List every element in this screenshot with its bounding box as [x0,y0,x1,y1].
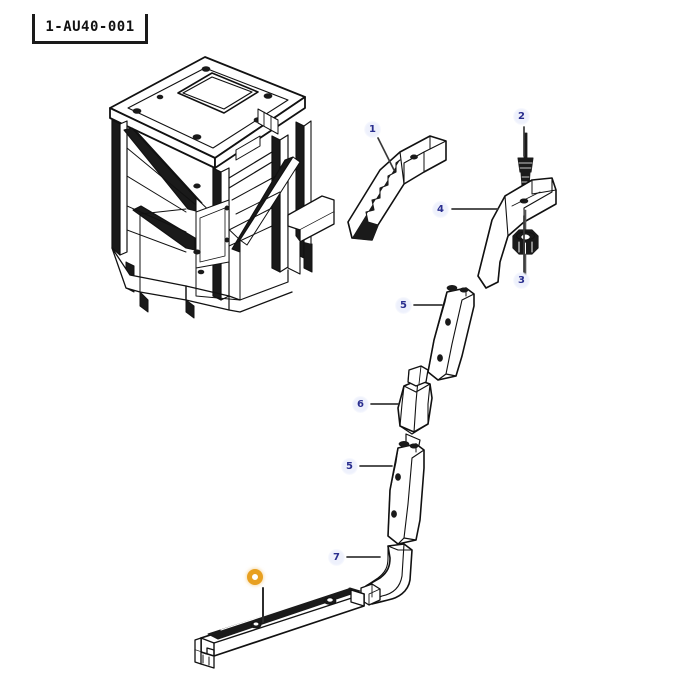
callout-2-mounting-bolt[interactable]: 2 [513,108,530,125]
callout-3-hex-nut[interactable]: 3 [513,272,530,289]
callout-5-upper-channel-rail[interactable]: 5 [395,297,412,314]
cab-frame-drawing [109,56,335,319]
part-4-bracket-arm [477,177,557,289]
selected-part-marker[interactable] [247,569,263,585]
part-1-serrated-bracket [347,135,447,241]
part-5-lower-rail [387,441,425,545]
callout-6-connector-block-coupling[interactable]: 6 [352,396,369,413]
drawing-reference-box: 1-AU40-001 [32,14,148,44]
leader-lines [346,126,525,558]
drawing-reference-code: 1-AU40-001 [45,19,135,35]
callout-4-upper-angle-bracket-arm[interactable]: 4 [432,201,449,218]
callout-7-curved-foot-bracket[interactable]: 7 [328,549,345,566]
part-3-hex-nut [512,209,539,277]
part-5-upper-rail [427,285,475,381]
callout-5-lower-channel-rail[interactable]: 5 [341,458,358,475]
callout-1-serrated-angle-bracket-arm[interactable]: 1 [364,121,381,138]
highlighted-base-rail [194,587,365,669]
part-7-curved-foot [360,543,413,606]
part-6-connector-block [397,365,433,451]
